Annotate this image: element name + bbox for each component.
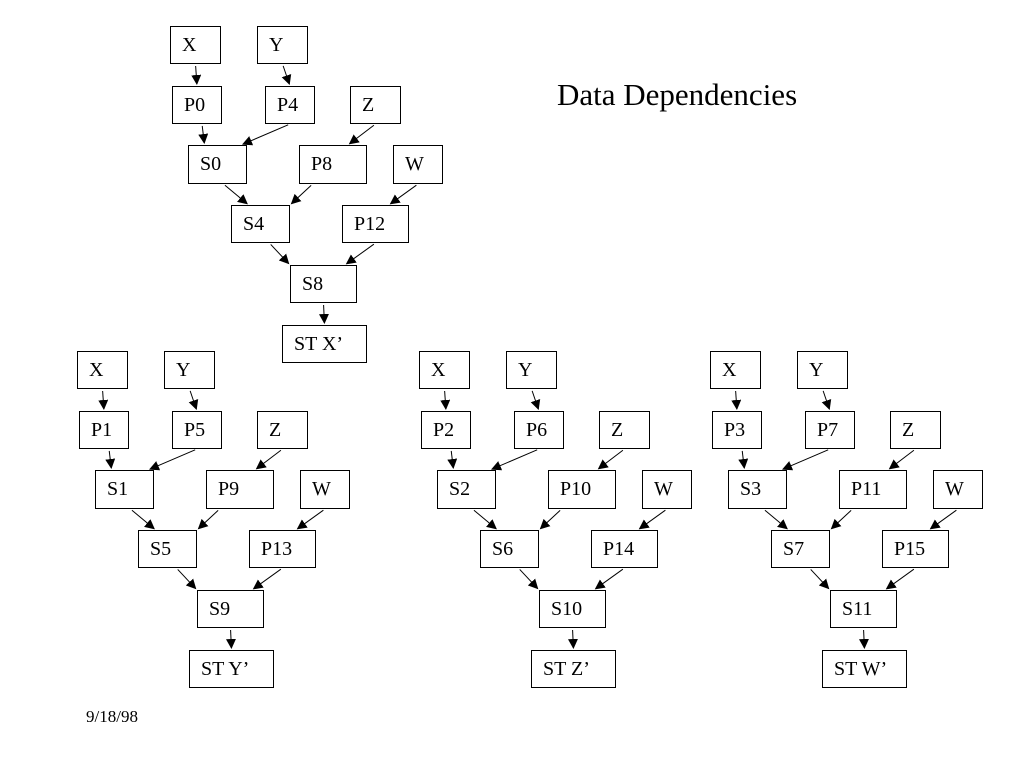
tree-x-node-st: ST X’: [282, 325, 367, 363]
tree-x-node-sC: S8: [290, 265, 357, 303]
tree-z-edge-inX-to-pA: [440, 390, 451, 411]
tree-y-node-sC: S9: [197, 590, 264, 628]
tree-w-edge-inX-to-pA: [731, 390, 742, 411]
tree-y-node-pB: P5: [172, 411, 222, 449]
tree-x-node-pA: P0: [172, 86, 222, 124]
tree-z-node-inZ: Z: [599, 411, 650, 449]
tree-w-node-sC: S11: [830, 590, 897, 628]
tree-x-node-inW: W: [393, 145, 443, 184]
tree-w-edge-sC-to-st: [859, 629, 869, 650]
tree-z-edge-pC-to-sB: [539, 509, 561, 530]
tree-y-node-sB: S5: [138, 530, 197, 568]
tree-y-edge-pB-to-sA: [149, 449, 196, 471]
tree-y-edge-pA-to-sA: [105, 450, 116, 470]
tree-w-edge-pC-to-sB: [830, 509, 852, 530]
tree-x-node-inY: Y: [257, 26, 308, 64]
tree-w-edge-inZ-to-pC: [888, 449, 915, 470]
tree-x-node-inX: X: [170, 26, 221, 64]
tree-x-edge-inW-to-pD: [389, 184, 417, 205]
tree-y-edge-inW-to-pD: [296, 509, 324, 530]
tree-x-node-pD: P12: [342, 205, 409, 243]
tree-x-edge-sB-to-sC: [270, 244, 290, 265]
tree-y-node-inW: W: [300, 470, 350, 509]
tree-y-edge-sA-to-sB: [131, 509, 155, 530]
tree-w-edge-pA-to-sA: [738, 450, 749, 470]
tree-x-edge-sA-to-sB: [224, 184, 248, 205]
tree-x-edge-sC-to-st: [319, 304, 329, 325]
tree-w-node-pC: P11: [839, 470, 907, 509]
tree-y-node-st: ST Y’: [189, 650, 274, 688]
tree-z-edge-pD-to-sC: [594, 568, 624, 590]
tree-y-node-pD: P13: [249, 530, 316, 568]
tree-w-node-sB: S7: [771, 530, 830, 568]
slide-title: Data Dependencies: [557, 77, 798, 112]
tree-w-edge-inY-to-pB: [821, 390, 832, 411]
tree-y-edge-sB-to-sC: [177, 569, 197, 590]
tree-z-edge-sB-to-sC: [519, 569, 539, 590]
tree-w-node-pD: P15: [882, 530, 949, 568]
tree-z-node-sB: S6: [480, 530, 539, 568]
tree-w-edge-sB-to-sC: [810, 569, 830, 590]
tree-x-edge-pA-to-sA: [198, 125, 209, 145]
tree-y-node-pC: P9: [206, 470, 274, 509]
tree-z-node-pD: P14: [591, 530, 658, 568]
tree-z-edge-inZ-to-pC: [597, 449, 624, 470]
tree-w-edge-pD-to-sC: [885, 568, 915, 590]
tree-z-node-inX: X: [419, 351, 470, 389]
tree-y-edge-sC-to-st: [226, 629, 236, 650]
tree-z-node-pB: P6: [514, 411, 564, 449]
tree-w-edge-pB-to-sA: [782, 449, 829, 471]
tree-z-node-sA: S2: [437, 470, 496, 509]
tree-y-node-sA: S1: [95, 470, 154, 509]
tree-y-edge-pD-to-sC: [252, 568, 282, 590]
tree-w-node-inY: Y: [797, 351, 848, 389]
tree-w-edge-inW-to-pD: [929, 509, 957, 530]
tree-x-node-sA: S0: [188, 145, 247, 184]
tree-x-node-sB: S4: [231, 205, 290, 243]
tree-z-edge-pA-to-sA: [447, 450, 458, 470]
tree-z-node-inY: Y: [506, 351, 557, 389]
tree-y-node-inY: Y: [164, 351, 215, 389]
tree-x-edge-inZ-to-pC: [348, 124, 375, 145]
tree-w-edge-sA-to-sB: [764, 509, 788, 530]
tree-y-node-inZ: Z: [257, 411, 308, 449]
tree-z-node-inW: W: [642, 470, 692, 509]
tree-w-node-inZ: Z: [890, 411, 941, 449]
tree-w-node-inX: X: [710, 351, 761, 389]
tree-w-node-sA: S3: [728, 470, 787, 509]
tree-z-edge-inY-to-pB: [530, 390, 541, 411]
tree-x-edge-pB-to-sA: [242, 124, 289, 146]
tree-z-edge-sA-to-sB: [473, 509, 497, 530]
tree-y-edge-inX-to-pA: [98, 390, 109, 411]
tree-z-edge-pB-to-sA: [491, 449, 538, 471]
tree-z-node-pA: P2: [421, 411, 471, 449]
slide-date: 9/18/98: [86, 707, 138, 726]
tree-x-edge-inX-to-pA: [191, 65, 202, 86]
tree-w-node-pA: P3: [712, 411, 762, 449]
tree-w-node-pB: P7: [805, 411, 855, 449]
tree-y-node-pA: P1: [79, 411, 129, 449]
tree-y-edge-inZ-to-pC: [255, 449, 282, 470]
tree-z-node-pC: P10: [548, 470, 616, 509]
tree-x-node-pC: P8: [299, 145, 367, 184]
tree-w-node-inW: W: [933, 470, 983, 509]
tree-x-edge-inY-to-pB: [281, 65, 292, 86]
tree-z-edge-sC-to-st: [568, 629, 578, 650]
tree-y-edge-pC-to-sB: [197, 509, 219, 530]
tree-x-node-pB: P4: [265, 86, 315, 124]
tree-y-edge-inY-to-pB: [188, 390, 199, 411]
tree-z-edge-inW-to-pD: [638, 509, 666, 530]
tree-z-node-sC: S10: [539, 590, 606, 628]
tree-x-edge-pD-to-sC: [345, 243, 375, 265]
tree-x-edge-pC-to-sB: [290, 184, 312, 205]
tree-z-node-st: ST Z’: [531, 650, 616, 688]
tree-y-node-inX: X: [77, 351, 128, 389]
tree-x-node-inZ: Z: [350, 86, 401, 124]
tree-w-node-st: ST W’: [822, 650, 907, 688]
